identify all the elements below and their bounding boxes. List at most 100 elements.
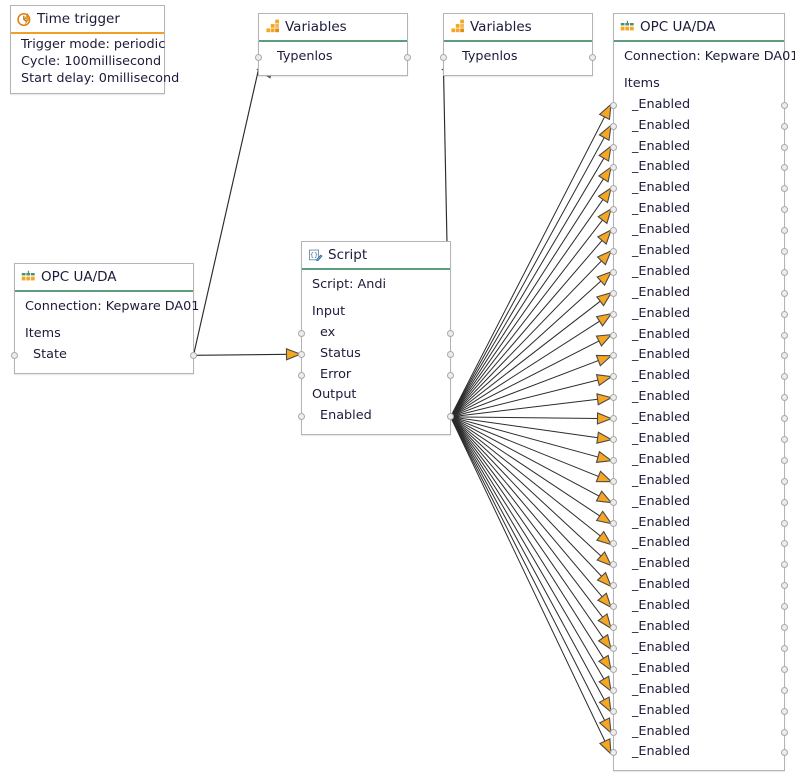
output-port[interactable] — [781, 477, 788, 485]
output-port[interactable] — [781, 206, 788, 214]
output-port[interactable] — [781, 728, 788, 736]
input-port[interactable] — [610, 373, 617, 381]
input-port[interactable] — [610, 477, 617, 485]
item-row[interactable]: _Enabled — [610, 95, 788, 116]
input-port[interactable] — [610, 352, 617, 360]
output-port[interactable] — [781, 310, 788, 318]
output-port[interactable] — [781, 164, 788, 172]
input-port-row-ex[interactable]: ex — [298, 323, 454, 344]
output-port[interactable] — [447, 350, 454, 358]
item-row[interactable]: _Enabled — [610, 157, 788, 178]
input-port[interactable] — [610, 164, 617, 172]
input-port[interactable] — [610, 122, 617, 130]
item-row[interactable]: _Enabled — [610, 429, 788, 450]
input-port-row-error[interactable]: Error — [298, 365, 454, 386]
output-port[interactable] — [781, 122, 788, 130]
input-port[interactable] — [610, 331, 617, 339]
item-row[interactable]: _Enabled — [610, 533, 788, 554]
output-port[interactable] — [781, 644, 788, 652]
item-row[interactable]: _Enabled — [610, 450, 788, 471]
output-port[interactable] — [781, 498, 788, 506]
output-port[interactable] — [781, 686, 788, 694]
output-port-row-enabled[interactable]: Enabled — [298, 406, 454, 427]
port-row-typenlos[interactable]: Typenlos — [440, 47, 596, 68]
input-port[interactable] — [11, 351, 18, 359]
output-port[interactable] — [781, 415, 788, 423]
output-port[interactable] — [781, 248, 788, 256]
output-port[interactable] — [781, 665, 788, 673]
output-port[interactable] — [781, 185, 788, 193]
input-port[interactable] — [610, 624, 617, 632]
output-port[interactable] — [781, 101, 788, 109]
output-port[interactable] — [781, 456, 788, 464]
item-row[interactable]: _Enabled — [610, 262, 788, 283]
node-time-trigger[interactable]: Time trigger Trigger mode: periodic Cycl… — [10, 5, 179, 94]
output-port[interactable] — [781, 331, 788, 339]
output-port[interactable] — [781, 603, 788, 611]
node-opc-ua-da-left[interactable]: OPC UA/DA Connection: Kepware DA01 Items… — [11, 263, 199, 374]
output-port[interactable] — [447, 371, 454, 379]
input-port[interactable] — [298, 413, 305, 421]
input-port[interactable] — [610, 206, 617, 214]
output-port[interactable] — [781, 394, 788, 402]
output-port[interactable] — [404, 54, 411, 61]
input-port[interactable] — [610, 686, 617, 694]
input-port[interactable] — [298, 329, 305, 337]
input-port[interactable] — [610, 519, 617, 527]
input-port[interactable] — [610, 227, 617, 235]
input-port[interactable] — [610, 268, 617, 276]
output-port[interactable] — [781, 373, 788, 381]
item-row[interactable]: _Enabled — [610, 366, 788, 387]
input-port[interactable] — [610, 728, 617, 736]
item-row[interactable]: _Enabled — [610, 742, 788, 763]
item-row[interactable]: _Enabled — [610, 513, 788, 534]
item-row[interactable]: _Enabled — [610, 137, 788, 158]
input-port[interactable] — [610, 498, 617, 506]
output-port[interactable] — [781, 707, 788, 715]
node-variables-1[interactable]: Variables Typenlos — [255, 13, 411, 76]
item-row[interactable]: _Enabled — [610, 220, 788, 241]
output-port[interactable] — [781, 624, 788, 632]
output-port[interactable] — [190, 351, 197, 359]
input-port[interactable] — [610, 665, 617, 673]
output-port[interactable] — [781, 352, 788, 360]
item-row[interactable]: _Enabled — [610, 617, 788, 638]
input-port[interactable] — [610, 248, 617, 256]
output-port[interactable] — [447, 413, 454, 421]
input-port[interactable] — [610, 310, 617, 318]
node-variables-2[interactable]: Variables Typenlos — [440, 13, 596, 76]
item-row[interactable]: _Enabled — [610, 283, 788, 304]
output-port[interactable] — [781, 519, 788, 527]
input-port[interactable] — [610, 561, 617, 569]
output-port[interactable] — [781, 227, 788, 235]
item-row[interactable]: _Enabled — [610, 325, 788, 346]
output-port[interactable] — [781, 268, 788, 276]
input-port[interactable] — [440, 54, 447, 61]
input-port[interactable] — [610, 540, 617, 548]
item-row[interactable]: _Enabled — [610, 387, 788, 408]
item-row[interactable]: _Enabled — [610, 701, 788, 722]
item-row[interactable]: _Enabled — [610, 722, 788, 743]
input-port[interactable] — [610, 143, 617, 151]
item-row[interactable]: _Enabled — [610, 345, 788, 366]
output-port[interactable] — [781, 436, 788, 444]
input-port-row-status[interactable]: Status — [298, 344, 454, 365]
input-port[interactable] — [255, 54, 262, 61]
item-row[interactable]: _Enabled — [610, 554, 788, 575]
input-port[interactable] — [298, 350, 305, 358]
input-port[interactable] — [610, 394, 617, 402]
node-script[interactable]: {} Script Script: Andi Input ex Status E… — [298, 241, 454, 436]
input-port[interactable] — [610, 185, 617, 193]
item-row[interactable]: _Enabled — [610, 680, 788, 701]
output-port[interactable] — [781, 749, 788, 757]
item-row[interactable]: _Enabled — [610, 659, 788, 680]
item-row[interactable]: _Enabled — [610, 116, 788, 137]
item-row[interactable]: _Enabled — [610, 492, 788, 513]
input-port[interactable] — [610, 289, 617, 297]
item-row[interactable]: _Enabled — [610, 638, 788, 659]
output-port[interactable] — [781, 143, 788, 151]
item-row[interactable]: _Enabled — [610, 575, 788, 596]
input-port[interactable] — [610, 749, 617, 757]
output-port[interactable] — [781, 561, 788, 569]
